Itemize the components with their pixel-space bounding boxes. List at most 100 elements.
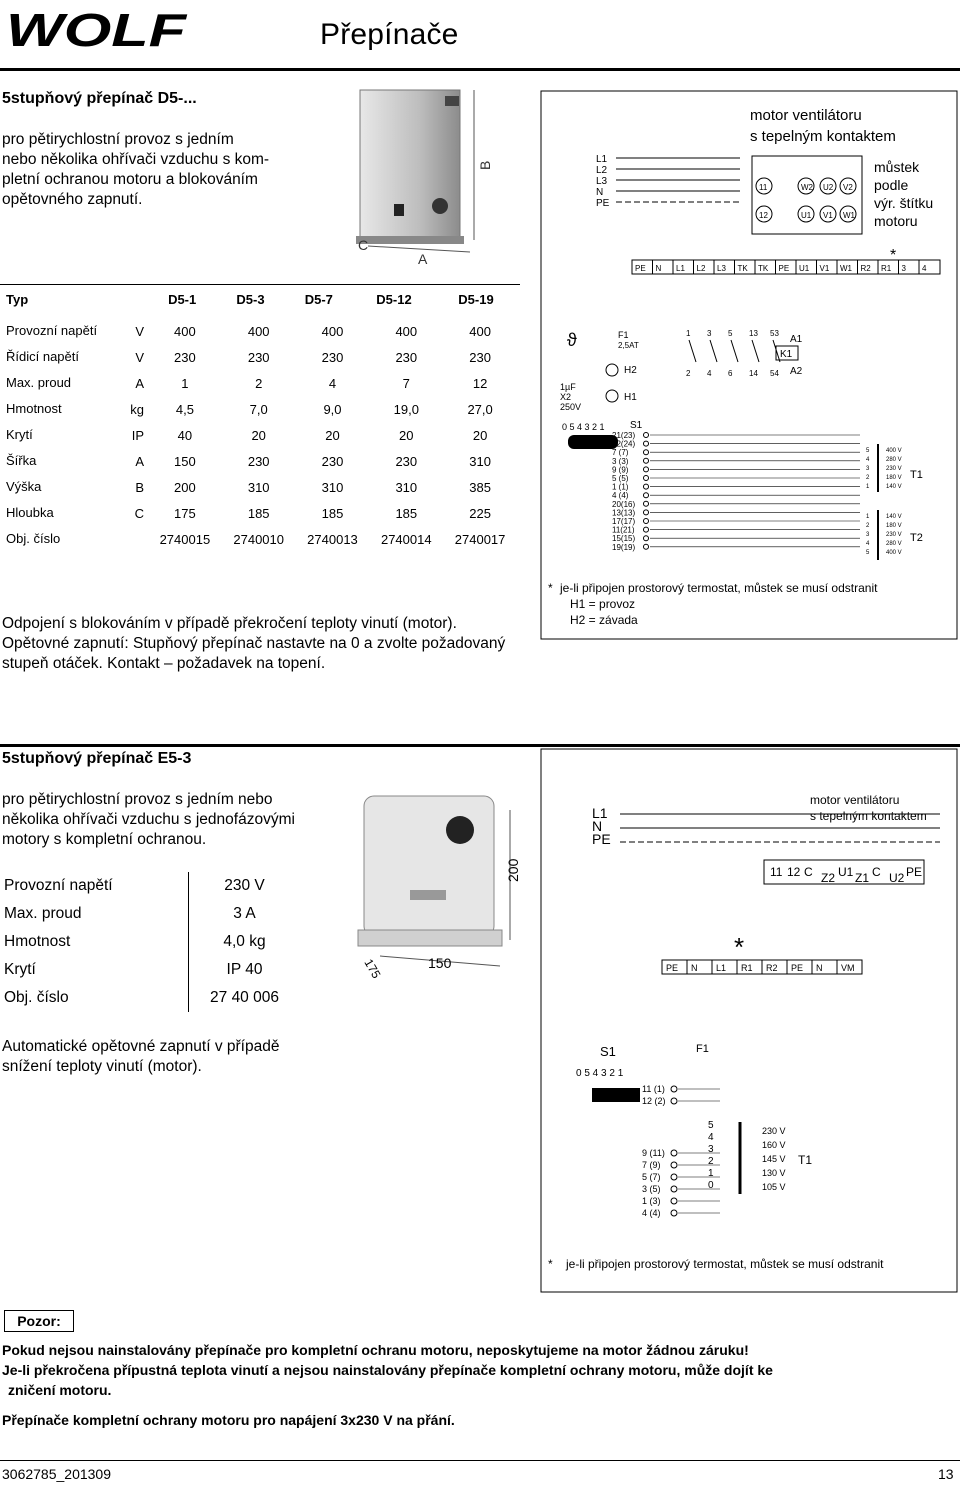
- cap-label: 1µF: [560, 382, 576, 392]
- table-row: Provozní napětí 230 V: [0, 872, 300, 900]
- table-cell: 310: [395, 479, 418, 495]
- table-cell: Max. proud: [6, 375, 72, 390]
- t1-volt-label: 280 V: [886, 457, 902, 463]
- table-cell: 2: [255, 375, 263, 391]
- table-cell: 400: [395, 323, 418, 339]
- bridge-label-3: výr. štítku: [874, 195, 933, 211]
- table-cell: 230: [395, 453, 418, 469]
- table-cell: Hmotnost: [6, 401, 62, 416]
- s1-contact: [643, 457, 649, 464]
- table-cell: 230: [395, 349, 418, 365]
- section1-after-text: Odpojení s blokováním v případě překroče…: [2, 614, 532, 674]
- motor-terminal-label: 11: [770, 865, 783, 879]
- table-cell: 40: [177, 427, 193, 443]
- desc-line: nebo několika ohřívači vzduchu s kom-: [2, 151, 270, 168]
- s1-contact: [670, 1173, 678, 1181]
- e5-device-photo: 200 150 175: [357, 795, 521, 981]
- desc-line: pletní ochranou motoru a blokováním: [2, 171, 258, 188]
- s1-contact-label: 12 (2): [642, 1096, 666, 1106]
- motor-terminal-label: 11: [759, 183, 768, 192]
- t2-label: T2: [910, 532, 923, 544]
- h2-label: H2: [624, 365, 637, 376]
- d5-device-photo: B A C: [356, 89, 493, 266]
- motor-terminal-label: W2: [801, 183, 814, 192]
- s1-contact: [670, 1161, 678, 1169]
- section2-after-text: Automatické opětovné zapnutí v případě s…: [2, 1037, 342, 1077]
- table-cell: 2740017: [454, 531, 506, 547]
- terminal-label: PE: [666, 963, 678, 973]
- t1-tap-label: 5: [708, 1120, 714, 1131]
- table-header-cell: D5-3: [236, 291, 265, 307]
- header-rule: [0, 68, 960, 71]
- wolf-logo: WOLF: [6, 6, 188, 50]
- table-header-cell: D5-19: [458, 291, 494, 307]
- motor-label-1: motor ventilátoru: [810, 793, 899, 807]
- s1-contact: [643, 535, 649, 542]
- s1-contact: [643, 432, 649, 438]
- desc-line: několika ohřívači vzduchu s jednofázovým…: [2, 811, 295, 828]
- k1-contact-label: 3: [707, 329, 712, 338]
- terminal-label: N: [656, 264, 662, 273]
- bridge-label-2: podle: [874, 177, 908, 193]
- s1-contact: [670, 1149, 678, 1157]
- s1-contact: [643, 475, 649, 481]
- section-rule: [0, 744, 960, 747]
- table-cell: 2740013: [307, 531, 358, 547]
- table-cell: 185: [321, 505, 344, 521]
- table-cell: 27 40 006: [210, 989, 279, 1006]
- terminal-label: TK: [738, 264, 749, 273]
- terminal-label: R2: [766, 963, 778, 973]
- desc-line: pro pětirychlostní provoz s jedním nebo: [2, 791, 273, 808]
- table-cell: Provozní napětí: [6, 323, 98, 338]
- cap-label: 250V: [560, 402, 581, 412]
- terminal-label: L2: [697, 264, 706, 273]
- table-cell: V: [135, 349, 144, 365]
- k1-contact-label: 53: [770, 329, 779, 338]
- f1-label: F1: [696, 1043, 709, 1055]
- k1-contact-label: 4: [707, 369, 712, 378]
- terminal-label: 4: [922, 264, 927, 273]
- table-header-cell: D5-7: [304, 291, 333, 307]
- t1-volt-label: 140 V: [886, 484, 902, 490]
- dim-height-label: 200: [505, 858, 521, 882]
- section1-title: 5stupňový přepínač D5-...: [2, 90, 197, 107]
- line-label: N: [592, 818, 602, 834]
- s1-positions: 0 5 4 3 2 1: [576, 1068, 624, 1079]
- warning-line: Přepínače kompletní ochrany motoru pro n…: [2, 1412, 455, 1428]
- table-cell: 19,0: [393, 401, 419, 417]
- table-cell: 20: [325, 427, 340, 443]
- table-cell: Krytí: [6, 427, 33, 442]
- bridge-label-4: motoru: [874, 213, 918, 229]
- table-cell: 200: [174, 479, 196, 495]
- after-line: Automatické opětovné zapnutí v případě: [2, 1038, 280, 1055]
- table-cell: 400: [247, 323, 270, 339]
- table-cell: Provozní napětí: [0, 872, 189, 900]
- after-line: snížení teploty vinutí (motor).: [2, 1058, 202, 1075]
- s1-contact-label: 17(17): [612, 517, 635, 526]
- t2-tap-label: 2: [866, 523, 870, 529]
- motor-terminal-label: C: [872, 865, 881, 879]
- motor-terminal-label: 12: [787, 865, 801, 879]
- table-cell: 20: [472, 427, 488, 443]
- bridge-label-1: můstek: [874, 159, 920, 175]
- dim-b-label: B: [477, 161, 493, 170]
- dim-c-label: C: [358, 237, 368, 253]
- table-header-cell: D5-12: [376, 291, 412, 307]
- motor-terminal-label: 12: [759, 211, 768, 220]
- table-cell: 7: [402, 375, 410, 391]
- t2-volt-label: 140 V: [886, 514, 902, 520]
- terminal-label: W1: [840, 264, 853, 273]
- t1-volt-label: 160 V: [762, 1140, 786, 1150]
- table-cell: 230 V: [224, 877, 265, 894]
- motor-terminal-label: U1: [801, 211, 812, 220]
- s1-contact-label: 9 (9): [612, 465, 629, 474]
- s1-contact: [670, 1097, 678, 1105]
- s1-contact: [643, 449, 649, 456]
- t1-tap-label: 1: [708, 1168, 714, 1179]
- t1-label: T1: [910, 469, 923, 481]
